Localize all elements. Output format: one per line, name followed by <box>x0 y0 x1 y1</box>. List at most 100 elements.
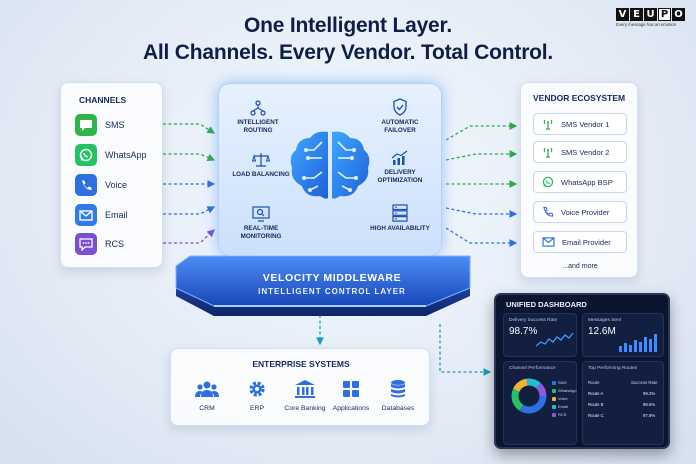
channel-label: Voice <box>105 180 128 190</box>
route-name: Route A <box>588 391 604 396</box>
enterprise-label: Core Banking <box>284 405 326 412</box>
card-label: Delivery Success Rate <box>509 318 558 323</box>
logo-wordmark: V E U P O <box>616 8 690 21</box>
sms-icon <box>75 114 97 136</box>
route-rate: 98.6% <box>643 402 656 407</box>
top-routes-card[interactable]: Top Performing Routes Route Success Rate… <box>582 361 664 445</box>
card-value: 98.7% <box>509 326 538 337</box>
enterprise-title: ENTERPRISE SYSTEMS <box>252 359 350 369</box>
signal-tower-icon <box>543 147 553 158</box>
email-icon <box>75 204 97 226</box>
legend-label: Voice <box>558 396 568 401</box>
connector-sms <box>163 123 216 134</box>
signal-tower-icon <box>543 119 553 130</box>
feature-load-balancing: LOAD BALANCING <box>226 152 296 179</box>
enterprise-item-databases[interactable]: Databases <box>373 379 423 412</box>
route-rate: 97.9% <box>643 413 656 418</box>
enterprise-item-crm[interactable]: CRM <box>182 379 232 412</box>
channel-item-rcs[interactable]: RCS <box>75 233 124 255</box>
logo-letter: E <box>630 8 643 21</box>
monitor-search-icon <box>252 206 270 222</box>
vendor-label: SMS Vendor 2 <box>561 147 610 157</box>
channel-performance-card[interactable]: Channel Performance SMS WhatsApp Voice E… <box>503 361 577 445</box>
whatsapp-icon <box>542 176 554 188</box>
card-label: Top Performing Routes <box>588 366 638 371</box>
logo-letter: P <box>658 8 671 21</box>
enterprise-item-applications[interactable]: Applications <box>326 379 376 412</box>
channel-item-voice[interactable]: Voice <box>75 174 127 196</box>
bank-icon <box>295 380 315 398</box>
apps-grid-icon <box>343 381 359 397</box>
legend-label: RCS <box>558 412 567 417</box>
phone-icon <box>543 206 554 217</box>
sparkline <box>536 332 574 347</box>
channel-label: WhatsApp <box>105 150 147 160</box>
channel-item-sms[interactable]: SMS <box>75 114 125 136</box>
connector-email <box>163 206 216 215</box>
card-value: 12.6M <box>588 326 616 337</box>
routes-header-route: Route <box>588 380 600 385</box>
connector-vendor-4 <box>445 207 518 218</box>
enterprise-item-erp[interactable]: ERP <box>232 379 282 412</box>
legend-label: WhatsApp <box>558 388 577 393</box>
brand-logo: V E U P O Every message has an emotion <box>616 8 690 32</box>
logo-letter: V <box>616 8 629 21</box>
connector-vendor-1 <box>445 122 518 141</box>
vendor-label: Voice Provider <box>561 207 610 217</box>
feature-delivery-optimization: DELIVERY OPTIMIZATION <box>365 150 435 184</box>
connector-rcs <box>163 229 215 244</box>
email-icon <box>542 237 555 247</box>
vendor-label: SMS Vendor 1 <box>561 119 610 129</box>
channel-label: SMS <box>105 120 125 130</box>
platform-side <box>176 288 470 316</box>
legend-item: WhatsApp <box>552 388 576 393</box>
channel-label: RCS <box>105 239 125 249</box>
routes-header-rate: Success Rate <box>631 380 658 385</box>
card-label: Messages Sent <box>588 318 622 323</box>
legend-item: SMS <box>552 380 567 385</box>
channel-item-whatsapp[interactable]: WhatsApp <box>75 144 147 166</box>
database-icon <box>391 380 405 398</box>
feature-automatic-failover: AUTOMATIC FAILOVER <box>365 98 435 134</box>
dashboard-title: UNIFIED DASHBOARD <box>506 300 587 309</box>
donut-chart <box>511 378 547 414</box>
route-rate: 99.2% <box>643 391 656 396</box>
shield-check-icon <box>393 98 407 116</box>
vendor-item-voice-provider[interactable]: Voice Provider <box>533 201 627 223</box>
channels-panel: CHANNELS SMS WhatsApp Voice Email RCS <box>60 82 163 268</box>
messages-sent-card[interactable]: Messages Sent 12.6M <box>582 313 664 357</box>
middleware-name: VELOCITY MIDDLEWARE <box>262 272 402 284</box>
feature-label: LOAD BALANCING <box>232 171 290 178</box>
delivery-success-card[interactable]: Delivery Success Rate 98.7% <box>503 313 577 357</box>
vendor-item-sms-1[interactable]: SMS Vendor 1 <box>533 113 627 135</box>
enterprise-label: Databases <box>381 405 415 412</box>
gear-icon <box>249 381 265 397</box>
mini-bar-chart <box>619 334 657 352</box>
vendor-item-email-provider[interactable]: Email Provider <box>533 231 627 253</box>
enterprise-item-core-banking[interactable]: Core Banking <box>276 379 334 412</box>
vendor-item-whatsapp-bsp[interactable]: WhatsApp BSP <box>533 171 627 193</box>
routing-icon <box>250 100 266 116</box>
feature-label: HIGH AVAILABILITY <box>370 225 430 232</box>
growth-chart-icon <box>391 150 408 165</box>
whatsapp-icon <box>75 144 97 166</box>
headline-line-2: All Channels. Every Vendor. Total Contro… <box>142 41 554 64</box>
channels-title: CHANNELS <box>79 95 127 105</box>
middleware-subtitle: INTELLIGENT CONTROL LAYER <box>258 287 406 296</box>
feature-label: REAL-TIME MONITORING <box>240 225 282 240</box>
enterprise-label: Applications <box>332 405 370 412</box>
connector-vendor-2 <box>445 150 518 161</box>
feature-realtime-monitoring: REAL-TIME MONITORING <box>226 206 296 240</box>
vendors-more: ...and more <box>562 263 598 270</box>
vendor-item-sms-2[interactable]: SMS Vendor 2 <box>533 141 627 163</box>
phone-icon <box>75 174 97 196</box>
vendors-title: VENDOR ECOSYSTEM <box>533 93 626 103</box>
feature-label: DELIVERY OPTIMIZATION <box>377 169 423 184</box>
connector-vendor-5 <box>445 227 518 247</box>
channel-item-email[interactable]: Email <box>75 204 128 226</box>
enterprise-label: CRM <box>199 405 215 412</box>
headline-line-1: One Intelligent Layer. <box>244 14 452 37</box>
legend-label: SMS <box>558 380 567 385</box>
